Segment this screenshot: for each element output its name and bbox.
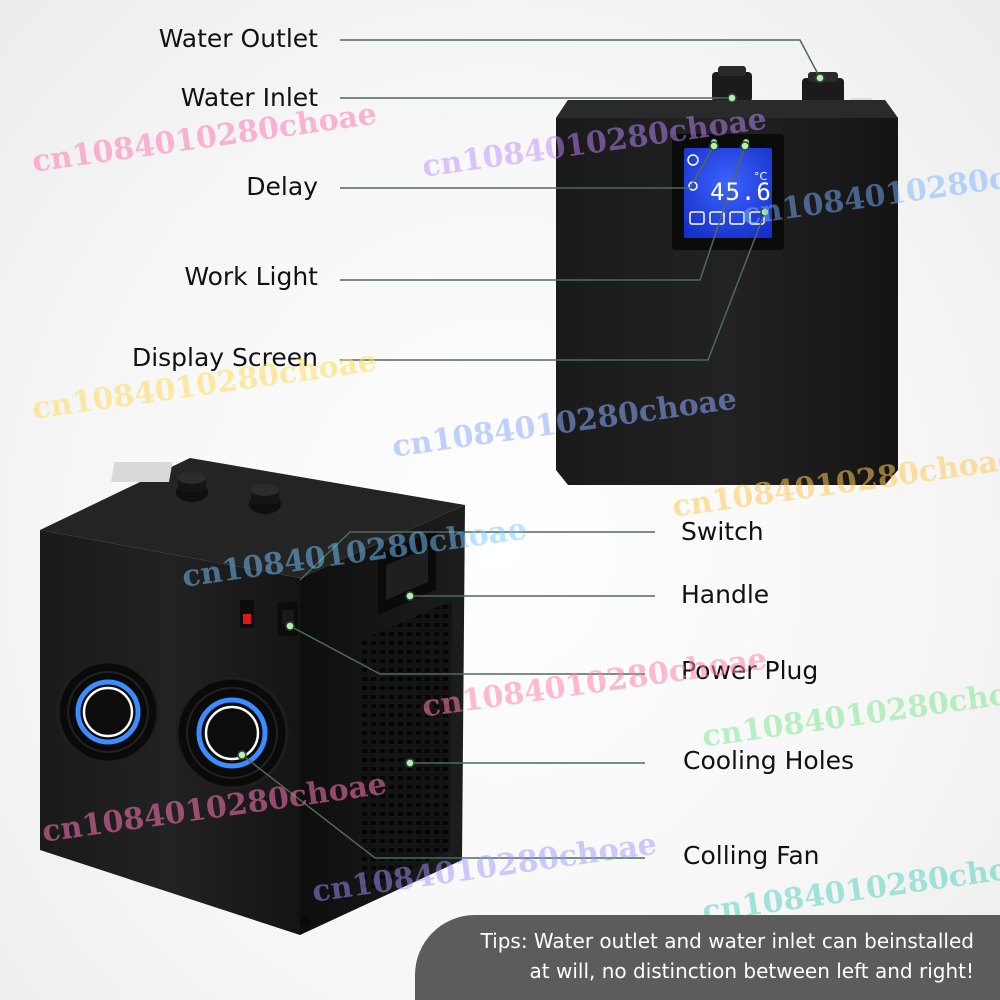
label-colling-fan: Colling Fan xyxy=(683,841,820,870)
water-inlet-fitting xyxy=(712,72,752,102)
label-power-plug: Power Plug xyxy=(681,656,819,685)
display-unit: °C xyxy=(754,170,768,183)
label-water-inlet: Water Inlet xyxy=(180,83,318,112)
display-reading: 45.6 xyxy=(710,178,772,206)
water-outlet-fitting xyxy=(802,78,844,106)
tips-line-2: at will, no distinction between left and… xyxy=(529,959,974,983)
label-work-light: Work Light xyxy=(184,262,318,291)
label-handle: Handle xyxy=(681,580,770,609)
label-switch: Switch xyxy=(681,517,764,546)
cooling-fan-left xyxy=(56,660,160,764)
leader-lines xyxy=(241,39,821,859)
label-display-screen: Display Screen xyxy=(131,343,318,372)
cooling-holes xyxy=(362,600,452,895)
label-water-outlet: Water Outlet xyxy=(158,24,318,53)
tips-banner: Tips: Water outlet and water inlet can b… xyxy=(415,915,1000,1000)
label-cooling-holes: Cooling Holes xyxy=(683,746,855,775)
leader-dots xyxy=(237,73,825,768)
chiller-front-view xyxy=(556,66,898,485)
cooling-fan-right xyxy=(175,676,289,790)
switch xyxy=(243,614,251,624)
chiller-side-view xyxy=(40,458,465,935)
label-delay: Delay xyxy=(246,172,318,201)
tips-line-1: Tips: Water outlet and water inlet can b… xyxy=(480,929,974,953)
